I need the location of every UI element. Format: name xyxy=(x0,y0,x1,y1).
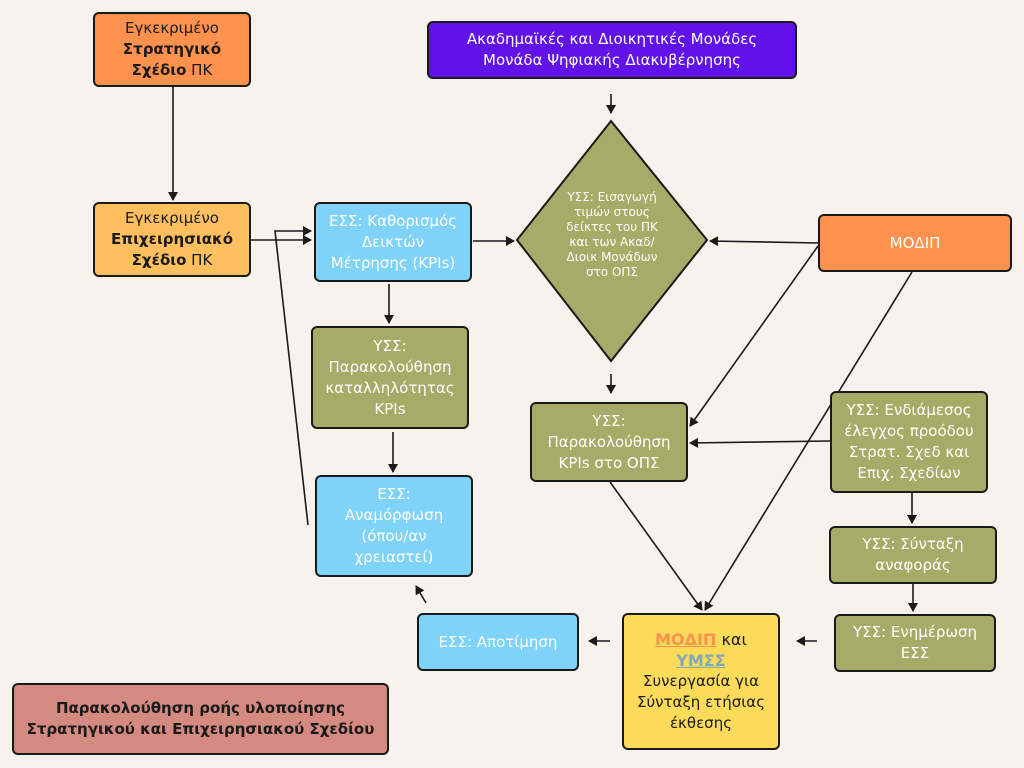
operational-l2: Επιχειρησιακό xyxy=(110,230,234,248)
kpi-ops-l1: ΥΣΣ: xyxy=(592,411,626,430)
node-reform: ΕΣΣ: Αναμόρφωση (όπου/αν χρειαστεί) xyxy=(315,475,473,577)
collab-l3: Σύνταξη ετήσιας xyxy=(636,693,765,711)
operational-l3b: ΠΚ xyxy=(186,251,213,269)
interim-l1: ΥΣΣ: Ενδιάμεσος xyxy=(846,401,972,419)
diamond-l5: Διοικ Μονάδων xyxy=(566,250,658,264)
diamond-l2: τιμών στους xyxy=(574,205,650,219)
node-modip: ΜΟΔΙΠ xyxy=(818,214,1012,272)
evaluation-label: ΕΣΣ: Αποτίμηση xyxy=(438,632,558,651)
operational-l1: Εγκεκριμένο xyxy=(125,209,219,227)
reform-l3: (όπου/αν xyxy=(361,527,427,545)
reform-l2: Αναμόρφωση xyxy=(344,506,444,524)
update-l1: ΥΣΣ: Ενημέρωση xyxy=(852,623,978,641)
strategic-l1: Εγκεκριμένο xyxy=(125,19,219,37)
update-l2: ΕΣΣ xyxy=(900,644,930,662)
edge-reform-kpi xyxy=(274,226,312,526)
diamond-l4: και των Ακαδ/ xyxy=(569,235,655,249)
node-kpi-define: ΕΣΣ: Καθορισμός Δεικτών Μέτρησης (KPIs) xyxy=(314,202,472,282)
node-kpi-ops: ΥΣΣ: Παρακολούθηση KPIs στο ΟΠΣ xyxy=(530,402,688,482)
edge-eval-reform xyxy=(415,585,427,604)
node-update: ΥΣΣ: Ενημέρωση ΕΣΣ xyxy=(834,614,996,672)
node-report: ΥΣΣ: Σύνταξη αναφοράς xyxy=(829,526,997,584)
node-operational-plan: Εγκεκριμένο Επιχειρησιακό Σχέδιο ΠΚ xyxy=(93,202,251,277)
node-diamond-input: ΥΣΣ: Εισαγωγή τιμών στους δείκτες του ΠΚ… xyxy=(552,190,672,280)
strategic-l2: Στρατηγικό xyxy=(122,40,222,58)
node-interim-check: ΥΣΣ: Ενδιάμεσος έλεγχος προόδου Στρατ. Σ… xyxy=(830,391,988,493)
interim-l2: έλεγχος προόδου xyxy=(844,422,974,440)
legend-l2: Στρατηγικού και Επιχειρησιακού Σχεδίου xyxy=(26,720,375,738)
edge-modip-diamond xyxy=(709,236,819,247)
operational-l3a: Σχέδιο xyxy=(131,251,187,269)
report-l2: αναφοράς xyxy=(875,556,951,574)
kpi-ops-l2: Παρακολούθηση xyxy=(547,432,671,451)
strategic-l3a: Σχέδιο xyxy=(131,61,187,79)
diamond-l6: στο ΟΠΣ xyxy=(585,265,639,279)
edge-modip-ops xyxy=(689,245,819,427)
collab-l4: έκθεσης xyxy=(669,714,733,732)
diamond-l1: ΥΣΣ: Εισαγωγή xyxy=(567,190,657,204)
interim-l4: Επιχ. Σχεδίων xyxy=(857,464,961,482)
edge-ops-collab xyxy=(609,481,703,611)
kpi-define-l3: Μέτρησης (KPIs) xyxy=(330,253,456,272)
report-l1: ΥΣΣ: Σύνταξη xyxy=(862,535,964,553)
kpi-define-l2: Δεικτών xyxy=(361,232,425,251)
legend-title: Παρακολούθηση ροής υλοποίησης Στρατηγικο… xyxy=(12,683,389,755)
collab-modip: ΜΟΔΙΠ xyxy=(655,630,717,649)
interim-l3: Στρατ. Σχεδ και xyxy=(848,443,970,461)
reform-l1: ΕΣΣ: xyxy=(377,485,411,503)
node-strategic-plan: Εγκεκριμένο Στρατηγικό Σχέδιο ΠΚ xyxy=(93,12,251,87)
node-evaluation: ΕΣΣ: Αποτίμηση xyxy=(417,613,579,671)
node-kpi-suitability: ΥΣΣ: Παρακολούθηση καταλληλότητας KPIs xyxy=(311,326,469,429)
diamond-l3: δείκτες του ΠΚ xyxy=(566,220,658,234)
reform-l4: χρειαστεί) xyxy=(354,548,434,566)
kpi-suit-l4: KPIs xyxy=(374,399,406,418)
kpi-ops-l3: KPIs στο ΟΠΣ xyxy=(558,453,660,472)
collab-ymss: ΥΜΣΣ xyxy=(676,651,726,670)
collab-and: και xyxy=(716,630,747,649)
kpi-suit-l2: Παρακολούθηση xyxy=(328,357,452,376)
legend-l1: Παρακολούθηση ροής υλοποίησης xyxy=(55,699,346,717)
node-collaboration: ΜΟΔΙΠ και ΥΜΣΣ Συνεργασία για Σύνταξη ετ… xyxy=(622,613,780,750)
modip-label: ΜΟΔΙΠ xyxy=(889,233,941,252)
edge-interim-ops xyxy=(689,437,831,448)
kpi-suit-l3: καταλληλότητας xyxy=(325,378,455,397)
strategic-l3b: ΠΚ xyxy=(186,61,213,79)
node-academic-units: Ακαδημαϊκές και Διοικητικές Μονάδες Μονά… xyxy=(427,21,797,79)
collab-l2: Συνεργασία για xyxy=(642,672,759,690)
kpi-suit-l1: ΥΣΣ: xyxy=(373,336,407,355)
academic-l2: Μονάδα Ψηφιακής Διακυβέρνησης xyxy=(483,51,741,69)
kpi-define-l1: ΕΣΣ: Καθορισμός xyxy=(329,211,457,230)
academic-l1: Ακαδημαϊκές και Διοικητικές Μονάδες xyxy=(466,30,758,48)
